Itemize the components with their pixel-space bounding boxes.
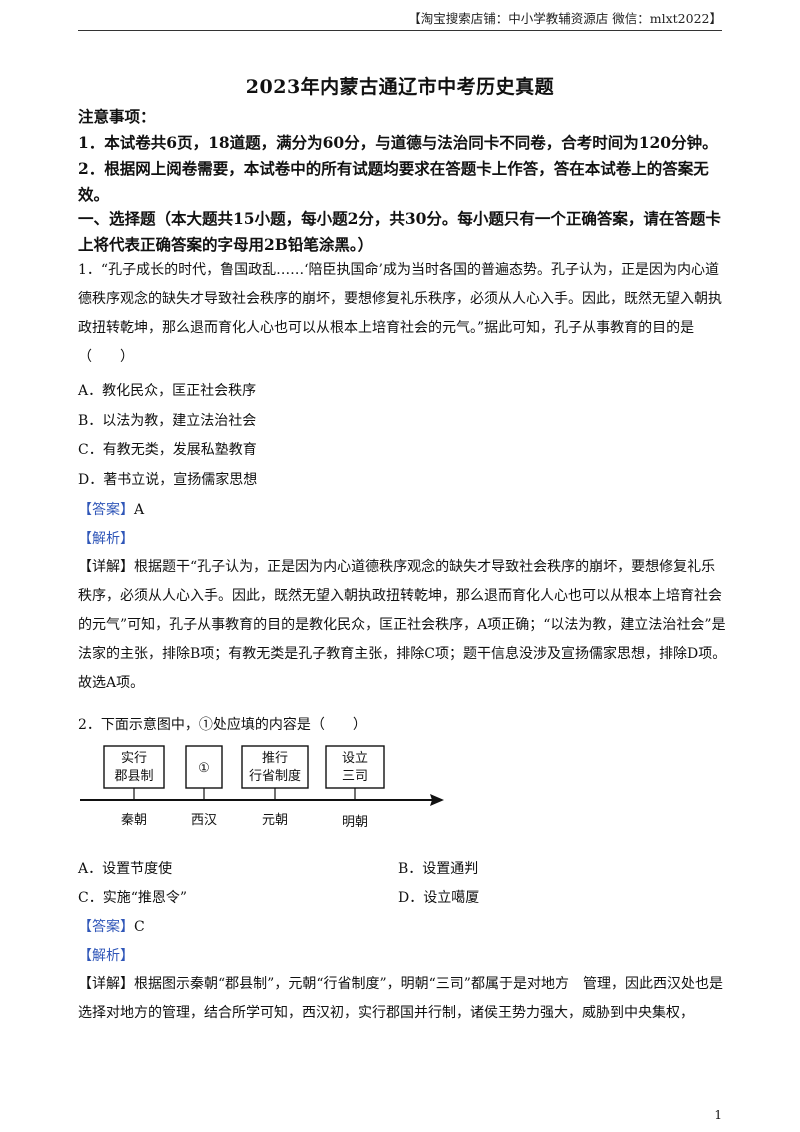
detail-tag: 【详解】 — [78, 976, 134, 992]
answer-tag: 【答案】 — [78, 502, 134, 518]
diagram-box-ming-line2: 三司 — [342, 769, 368, 784]
q2-timeline-diagram: 实行 郡县制 ① 推行 行省制度 设立 三司 秦朝 西汉 元朝 明朝 — [80, 745, 444, 830]
q2-answer: 【答案】C — [78, 916, 145, 936]
q2-analysis-tag: 【解析】 — [78, 948, 134, 964]
page-number: 1 — [714, 1108, 722, 1122]
timeline-arrowhead — [430, 794, 444, 806]
q2-option-a: A．设置节度使 — [78, 861, 173, 877]
q1-option-a: A．教化民众，匡正社会秩序 — [78, 383, 257, 399]
diagram-label-yuan: 元朝 — [262, 813, 288, 828]
diagram-box-yuan: 推行 行省制度 — [241, 745, 309, 789]
q2-option-d: D．设立噶厦 — [398, 890, 480, 906]
diagram-label-qin: 秦朝 — [121, 813, 147, 828]
q2-option-b: B．设置通判 — [398, 861, 479, 877]
q1-option-c: C．有教无类，发展私塾教育 — [78, 442, 257, 458]
answer-tag: 【答案】 — [78, 919, 134, 935]
q1-option-b: B．以法为教，建立法治社会 — [78, 413, 257, 429]
diagram-box-qin: 实行 郡县制 — [103, 745, 165, 789]
q2-option-c: C．实施“推恩令” — [78, 890, 188, 906]
answer-value: C — [134, 919, 145, 935]
diagram-box-yuan-line2: 行省制度 — [249, 768, 301, 784]
diagram-label-xihan: 西汉 — [191, 813, 217, 828]
header-divider — [78, 30, 722, 31]
answer-value: A — [134, 502, 145, 518]
q2-detail: 【详解】根据图示秦朝“郡县制”，元朝“行省制度”，明朝“三司”都属于是对地方 管… — [78, 970, 728, 1028]
detail-tag: 【详解】 — [78, 559, 134, 575]
notes-heading: 注意事项： — [78, 107, 156, 126]
diagram-box-xihan: ① — [185, 745, 223, 789]
section-heading: 一、选择题（本大题共15小题，每小题2分，共30分。每小题只有一个正确答案，请在… — [78, 209, 721, 254]
q2-stem: 2．下面示意图中，①处应填的内容是（ ） — [78, 717, 367, 733]
q1-stem: 1．“孔子成长的时代，鲁国政乱……‘陪臣执国命’成为当时各国的普遍态势。孔子认为… — [78, 262, 722, 365]
header-shop-text: 【淘宝搜索店铺：中小学教辅资源店 微信：mlxt2022】 — [408, 11, 722, 26]
notes-item-1: 1．本试卷共6页，18道题，满分为60分，与道德与法治同卡不同卷，合考时间为12… — [78, 133, 718, 152]
diagram-label-ming: 明朝 — [342, 815, 368, 830]
detail-text: 根据题干“孔子认为，正是因为内心道德秩序观念的缺失才导致社会秩序的崩坏，要想修复… — [78, 559, 727, 691]
q1-detail: 【详解】根据题干“孔子认为，正是因为内心道德秩序观念的缺失才导致社会秩序的崩坏，… — [78, 553, 728, 698]
q1-analysis-tag: 【解析】 — [78, 531, 134, 547]
page-title: 2023年内蒙古通辽市中考历史真题 — [245, 76, 555, 98]
diagram-box-qin-line1: 实行 — [121, 751, 147, 766]
diagram-box-xihan-label: ① — [198, 761, 210, 776]
notes-item-2: 2．根据网上阅卷需要，本试卷中的所有试题均要求在答题卡上作答，答在本试卷上的答案… — [78, 159, 709, 204]
diagram-box-ming: 设立 三司 — [325, 745, 385, 789]
q1-option-d: D．著书立说，宣扬儒家思想 — [78, 472, 258, 488]
diagram-box-yuan-line1: 推行 — [262, 751, 288, 766]
q1-answer: 【答案】A — [78, 499, 144, 519]
diagram-box-qin-line2: 郡县制 — [114, 769, 153, 784]
detail-text: 根据图示秦朝“郡县制”，元朝“行省制度”，明朝“三司”都属于是对地方 管理，因此… — [78, 976, 723, 1021]
diagram-box-ming-line1: 设立 — [342, 751, 368, 766]
